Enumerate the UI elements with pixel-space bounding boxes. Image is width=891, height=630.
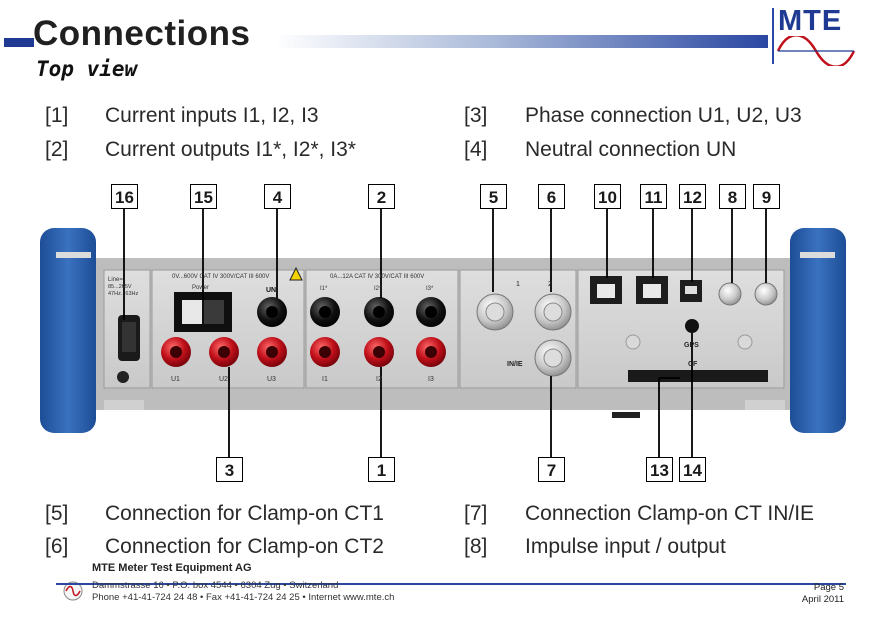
svg-text:CF: CF [688,361,698,368]
page-subtitle: Top view [36,57,138,81]
footer-address: Dammstrasse 16 • P.O. box 4544 • 6304 Zu… [92,580,339,591]
callout-1: 1 [368,457,395,482]
legend-text-1: Current inputs I1, I2, I3 [105,104,319,127]
voltage-panel [151,266,305,389]
clamp-connectors [476,293,572,377]
legend-text-2: Current outputs I1*, I2*, I3* [105,138,356,161]
svg-text:UN: UN [266,287,276,294]
legend-text-8: Impulse input / output [525,535,726,558]
footer-divider [56,583,846,585]
callout-8: 8 [719,184,746,209]
svg-text:U2: U2 [219,376,228,383]
callout-12: 12 [679,184,706,209]
footer-date: April 2011 [801,594,844,605]
legend-id-6: [6] [45,535,69,558]
callout-11: 11 [640,184,667,209]
title-gradient-bar [275,35,768,48]
callout-14: 14 [679,457,706,482]
svg-text:U1: U1 [171,376,180,383]
legend-id-4: [4] [464,138,488,161]
title-accent [4,38,34,47]
svg-text:85...265V: 85...265V [108,284,132,290]
usb-port [680,280,702,302]
footer-phone: Phone +41-41-724 24 48 • Fax +41-41-724 … [92,592,395,603]
legend-id-1: [1] [45,104,69,127]
sine-wave-icon [776,36,856,66]
callout-10: 10 [594,184,621,209]
impulse-connectors [718,282,778,306]
left-bumper [40,228,96,433]
ethernet-ports [590,276,668,304]
legend-id-3: [3] [464,104,488,127]
callout-6: 6 [538,184,565,209]
callout-7: 7 [538,457,565,482]
legend-id-5: [5] [45,502,69,525]
cf-slot [628,370,768,382]
callout-16: 16 [111,184,138,209]
svg-text:I1*: I1* [320,286,328,292]
page-title: Connections [33,14,251,53]
legend-id-7: [7] [464,502,488,525]
footer-page-number: Page 5 [813,582,844,593]
current-panel [305,269,459,389]
svg-text:U3: U3 [267,376,276,383]
svg-text:0A...12A CAT IV 300V/CAT III 6: 0A...12A CAT IV 300V/CAT III 600V [330,274,424,280]
power-label: Line= [108,277,123,283]
svg-text:1: 1 [516,281,520,288]
callout-2: 2 [368,184,395,209]
power-panel [103,269,151,389]
callout-4: 4 [264,184,291,209]
legend-id-2: [2] [45,138,69,161]
svg-text:I2: I2 [376,376,382,383]
legend-text-6: Connection for Clamp-on CT2 [105,535,384,558]
svg-text:I2*: I2* [374,286,382,292]
callout-5: 5 [480,184,507,209]
legend-text-3: Phase connection U1, U2, U3 [525,104,802,127]
svg-text:I3*: I3* [426,286,434,292]
svg-text:47Hz...63Hz: 47Hz...63Hz [108,291,139,297]
legend-text-4: Neutral connection UN [525,138,737,161]
gps-connector [685,319,699,333]
callout-13: 13 [646,457,673,482]
svg-text:Power: Power [192,285,209,291]
voltage-terminals [161,337,287,367]
current-output-terminals [310,297,446,327]
neutral-terminal [257,297,287,327]
callout-lines [123,209,767,458]
mte-logo: MTE [778,5,843,37]
right-bumper [790,228,846,433]
footer-logo-icon [63,581,83,601]
svg-text:2: 2 [548,281,552,288]
legend-text-7: Connection Clamp-on CT IN/IE [525,502,815,525]
footer-company: MTE Meter Test Equipment AG [92,562,252,574]
legend-id-8: [8] [464,535,488,558]
svg-text:I3: I3 [428,376,434,383]
voltage-panel-label: 0V...600V CAT IV 300V/CAT III 600V [172,274,269,280]
logo-divider [772,8,774,64]
legend-text-5: Connection for Clamp-on CT1 [105,502,384,525]
svg-text:GPS: GPS [684,342,699,349]
callout-15: 15 [190,184,217,209]
current-input-terminals [310,337,446,367]
svg-text:I1: I1 [322,376,328,383]
svg-text:IN/IE: IN/IE [507,361,523,368]
callout-9: 9 [753,184,780,209]
callout-3: 3 [216,457,243,482]
